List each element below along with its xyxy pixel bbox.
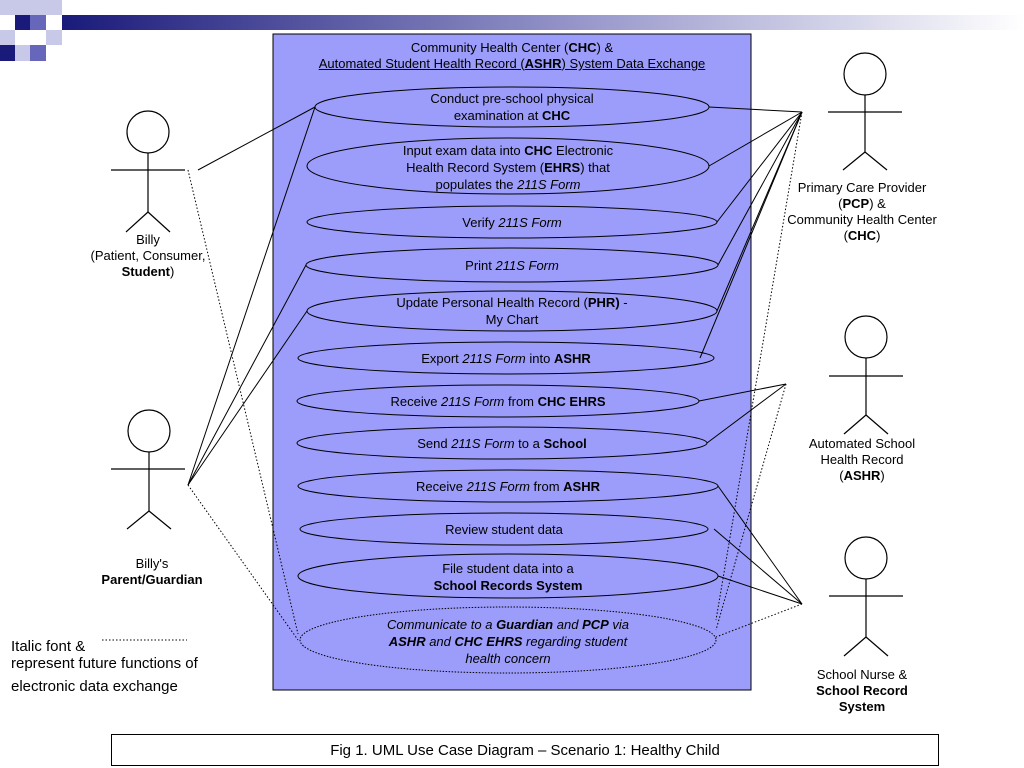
actor-guardian-label: Billy's Parent/Guardian [101,556,203,587]
association-line [197,106,316,171]
association-line [717,575,803,605]
corner-square [15,45,30,61]
system-title-line2: Automated Student Health Record (ASHR) S… [318,56,706,71]
future-association-line [715,383,787,631]
legend: Italic font & represent future functions… [11,635,198,698]
header-gradient-bar [62,15,1024,30]
use-case-ellipse [297,341,715,375]
actor-billy-label: Billy (Patient, Consumer, Student) [90,232,206,279]
corner-square [0,30,15,45]
association-line [713,528,803,605]
use-case-communicate-future: Communicate to a Guardian and PCP via AS… [386,616,630,666]
corner-square [46,0,61,15]
actor-nurse-label: School Nurse & School Record System [816,667,908,714]
use-case-update-phr: Update Personal Health Record (PHR) - My… [396,295,628,327]
association-line [717,111,803,266]
actor-pcp-figure [828,52,902,171]
association-line [187,264,307,486]
future-association-line [187,169,299,635]
use-case-conduct-exam: Conduct pre-school physical examination … [430,91,594,123]
use-case-verify-form: Verify 211S Form [462,214,562,230]
legend-line3: electronic data exchange [11,678,178,695]
legend-line2: represent future functions of [11,655,198,672]
corner-square [0,45,15,61]
actor-guardian-figure [111,409,185,530]
system-title: Community Health Center (CHC) & Automate… [273,40,751,72]
use-case-file-data: File student data into a School Records … [433,561,583,593]
association-line [698,383,787,402]
future-association-line [715,603,803,638]
corner-square [30,45,46,61]
association-line [716,111,803,223]
actor-ashr-label: Automated School Health Record (ASHR) [808,436,916,483]
association-line [187,106,316,486]
use-case-export-form: Export 211S Form into ASHR [421,350,591,366]
corner-square [15,15,30,30]
use-case-receive-from-ashr: Receive 211S Form from ASHR [416,478,600,494]
association-lines [187,106,803,605]
use-case-review-data: Review student data [445,521,563,537]
association-line [708,106,803,113]
association-line [706,383,787,444]
future-association-lines [102,111,803,641]
figure-caption-text: Fig 1. UML Use Case Diagram – Scenario 1… [330,741,720,759]
actor-nurse-figure [829,536,903,657]
association-line [717,485,803,605]
association-line [699,111,803,359]
use-case-input-exam-data: Input exam data into CHC Electronic Heal… [402,142,614,192]
corner-square [46,30,62,45]
association-line [187,310,308,486]
use-case-receive-from-ehrs: Receive 211S Form from CHC EHRS [390,393,606,409]
use-case-print-form: Print 211S Form [465,257,559,273]
corner-decoration [0,0,62,61]
figure-caption: Fig 1. UML Use Case Diagram – Scenario 1… [111,734,939,766]
use-case-send-to-school: Send 211S Form to a School [417,435,587,451]
association-line [708,111,803,167]
future-association-line [187,484,299,641]
corner-square [30,15,46,30]
use-case-ellipse [299,512,709,546]
actor-ashr-figure [829,315,903,435]
actor-billy-figure [111,110,185,233]
system-title-line1: Community Health Center (CHC) & [410,40,614,55]
legend-line1: Italic font & [11,638,86,655]
use-case-ellipse-future [299,606,717,674]
actor-pcp-label: Primary Care Provider (PCP) & Community … [787,180,937,243]
